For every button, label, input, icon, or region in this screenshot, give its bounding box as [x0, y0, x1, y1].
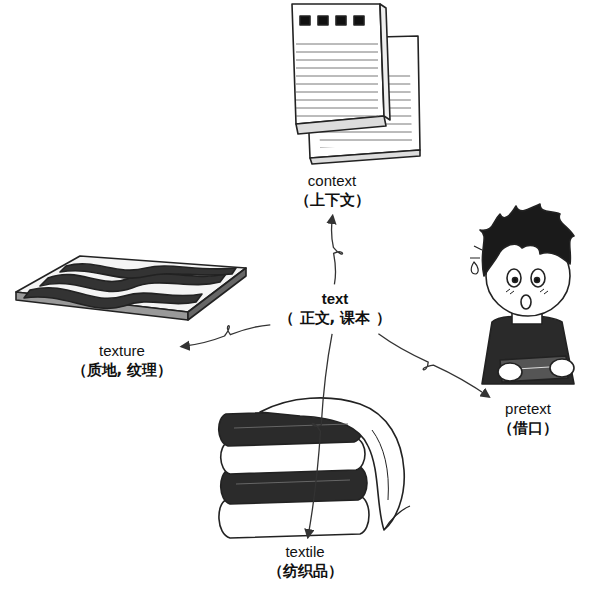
pages-illustration — [292, 4, 420, 164]
term-node: text（ 正文, 课本 ） — [274, 288, 395, 330]
term-meaning: （纺织品） — [268, 562, 343, 581]
term-node: texture（质地, 纹理） — [67, 340, 178, 382]
term-word: text — [279, 290, 390, 309]
term-meaning: （借口） — [498, 419, 558, 438]
term-word: textile — [268, 543, 343, 562]
board-illustration — [16, 256, 246, 320]
term-meaning: （ 正文, 课本 ） — [279, 309, 390, 328]
term-word: pretext — [498, 400, 558, 419]
term-node: context（上下文） — [290, 170, 375, 212]
term-node: textile（纺织品） — [263, 541, 348, 583]
curly-arrow — [182, 325, 271, 347]
towels-illustration — [219, 398, 410, 538]
term-word: texture — [72, 342, 173, 361]
curly-arrow — [332, 216, 343, 284]
term-meaning: （上下文） — [295, 191, 370, 210]
curly-arrow — [308, 334, 332, 538]
term-meaning: （质地, 纹理） — [72, 361, 173, 380]
boy-illustration — [470, 204, 574, 384]
curly-arrow — [378, 334, 489, 397]
term-node: pretext（借口） — [493, 398, 563, 440]
term-word: context — [295, 172, 370, 191]
